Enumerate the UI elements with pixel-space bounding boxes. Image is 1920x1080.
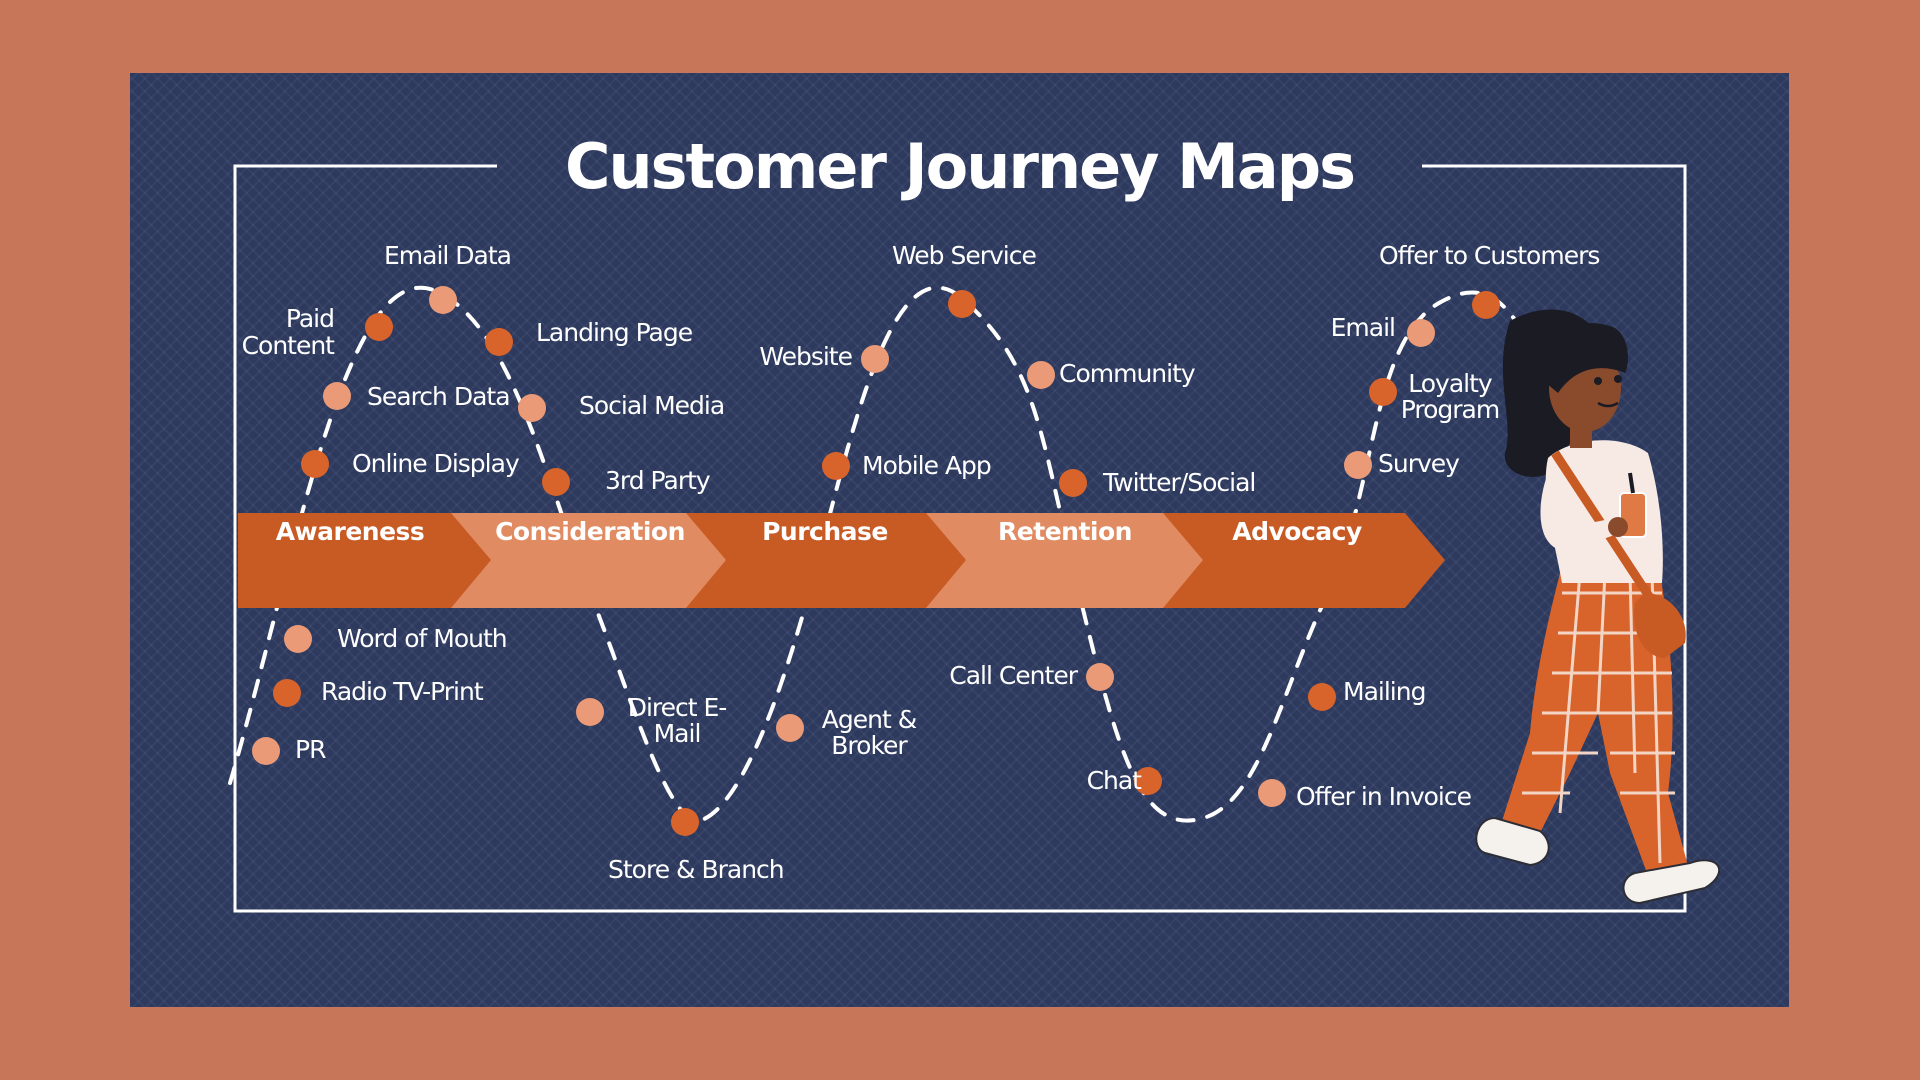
stage-purchase: Purchase: [762, 517, 888, 546]
label-pr: PR: [295, 735, 326, 764]
label-direct-email: Direct E-Mail: [627, 693, 728, 748]
label-mailing: Mailing: [1343, 677, 1426, 706]
dot-social-media: [518, 394, 546, 422]
dot-paid-content: [365, 313, 393, 341]
slide-panel: Customer Journey Maps: [130, 73, 1789, 1007]
touchpoint-dots: [252, 286, 1500, 836]
label-store-branch: Store & Branch: [608, 855, 785, 884]
journey-path: [228, 285, 1572, 823]
dot-mailing: [1308, 683, 1336, 711]
label-call-center: Call Center: [949, 661, 1078, 690]
label-email: Email: [1330, 313, 1396, 342]
label-offer-to-customers: Offer to Customers: [1379, 241, 1600, 270]
label-radio-tv-print: Radio TV-Print: [321, 677, 484, 706]
dot-twitter-social: [1059, 469, 1087, 497]
woman-with-drink-illustration: [1475, 309, 1721, 905]
page-title: Customer Journey Maps: [565, 130, 1356, 203]
dot-mobile-app: [822, 452, 850, 480]
dot-email: [1407, 319, 1435, 347]
label-chat: Chat: [1086, 766, 1142, 795]
dot-offer-to-customers: [1472, 291, 1500, 319]
dot-chat: [1134, 767, 1162, 795]
dot-agent-broker: [776, 714, 804, 742]
dot-landing-page: [485, 328, 513, 356]
label-3rd-party: 3rd Party: [605, 466, 711, 495]
stage-arrow-purchase: [683, 513, 966, 608]
dot-loyalty-program: [1369, 378, 1397, 406]
dot-email-data: [429, 286, 457, 314]
label-twitter-social: Twitter/Social: [1103, 468, 1256, 497]
dot-direct-email: [576, 698, 604, 726]
stage-consideration: Consideration: [495, 517, 685, 546]
label-agent-broker: Agent & Broker: [821, 705, 917, 760]
label-word-of-mouth: Word of Mouth: [337, 624, 508, 653]
stage-arrow-consideration: [448, 513, 726, 608]
dot-survey: [1344, 451, 1372, 479]
label-loyalty-program: Loyalty Program: [1400, 369, 1500, 424]
label-website: Website: [759, 342, 853, 371]
label-web-service: Web Service: [892, 241, 1037, 270]
dot-pr: [252, 737, 280, 765]
dot-search-data: [323, 382, 351, 410]
dot-offer-in-invoice: [1258, 779, 1286, 807]
content-frame: [233, 164, 1687, 913]
stage-arrow-advocacy: [1160, 513, 1445, 608]
dot-online-display: [301, 450, 329, 478]
dot-radio-tv-print: [273, 679, 301, 707]
stage-arrow-retention: [923, 513, 1203, 608]
stage-arrow-awareness: [238, 513, 491, 608]
label-landing-page: Landing Page: [536, 318, 693, 347]
dot-web-service: [948, 290, 976, 318]
stage-retention: Retention: [998, 517, 1132, 546]
stage-awareness: Awareness: [275, 517, 425, 546]
dot-community: [1027, 361, 1055, 389]
dot-word-of-mouth: [284, 625, 312, 653]
label-mobile-app: Mobile App: [862, 451, 992, 480]
dot-call-center: [1086, 663, 1114, 691]
label-offer-in-invoice: Offer in Invoice: [1296, 782, 1472, 811]
dot-store-branch: [671, 808, 699, 836]
label-survey: Survey: [1378, 449, 1460, 478]
stage-arrows: [238, 513, 1445, 608]
label-search-data: Search Data: [367, 382, 511, 411]
label-online-display: Online Display: [352, 449, 520, 478]
journey-diagram: [228, 285, 1572, 836]
dot-website: [861, 345, 889, 373]
dot-3rd-party: [542, 468, 570, 496]
label-social-media: Social Media: [579, 391, 725, 420]
label-email-data: Email Data: [384, 241, 512, 270]
stage-advocacy: Advocacy: [1232, 517, 1362, 546]
label-paid-content: Paid Content: [241, 304, 335, 360]
label-community: Community: [1059, 359, 1196, 388]
